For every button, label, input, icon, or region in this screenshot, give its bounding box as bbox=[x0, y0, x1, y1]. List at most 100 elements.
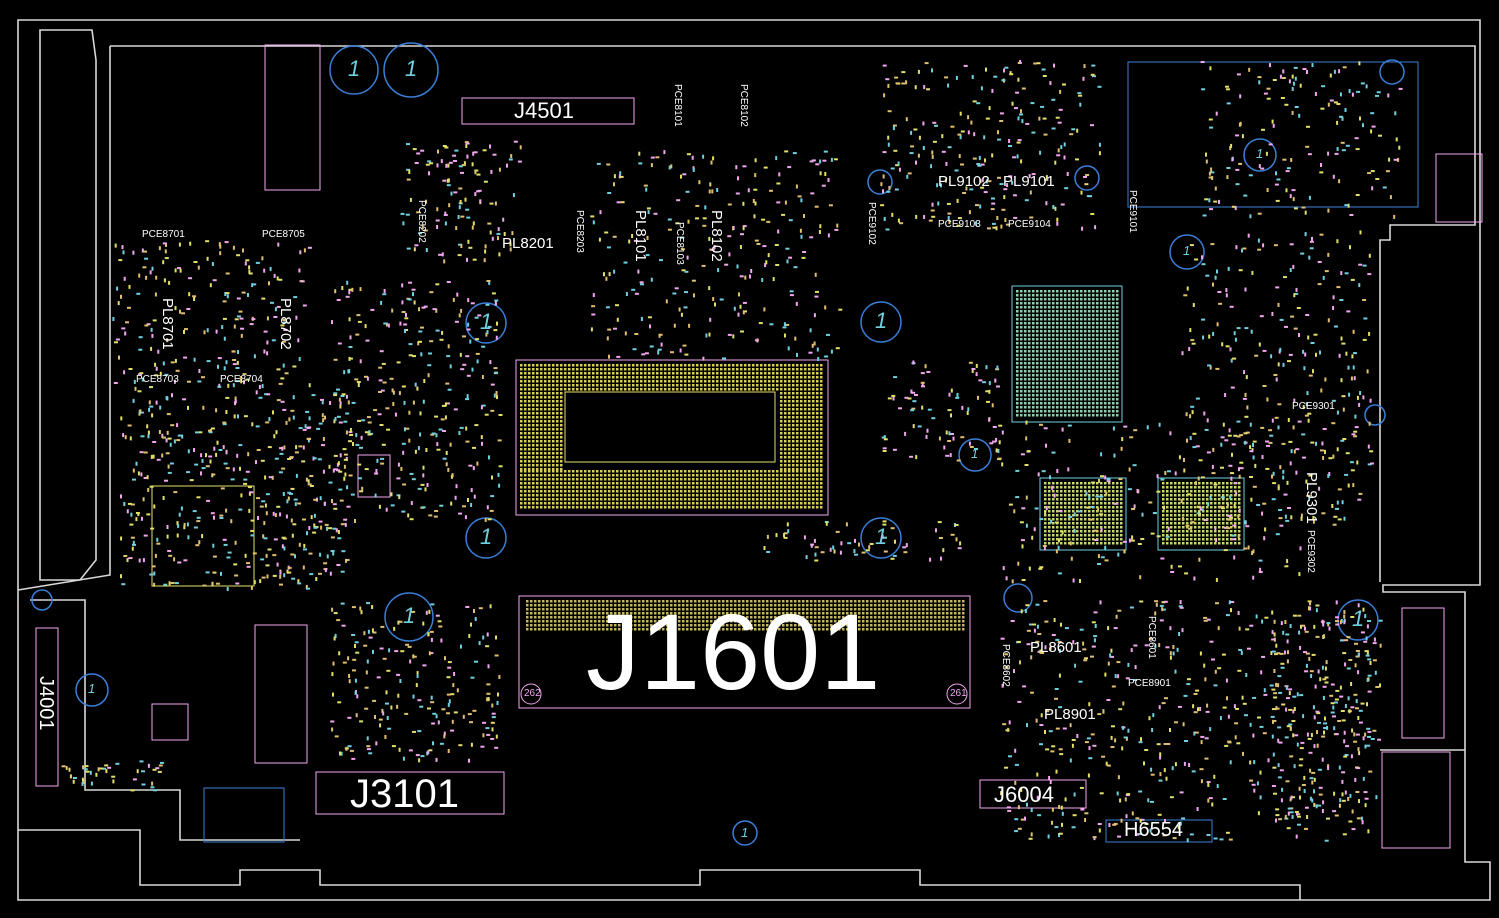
bga-ball bbox=[1084, 302, 1087, 305]
smd-pad bbox=[382, 293, 387, 296]
bga-ball bbox=[608, 506, 611, 509]
bga-ball bbox=[530, 620, 533, 623]
bga-ball bbox=[1218, 510, 1221, 513]
bga-ball bbox=[648, 490, 651, 493]
bga-ball bbox=[1116, 506, 1119, 509]
bga-ball bbox=[866, 624, 869, 627]
bga-ball bbox=[862, 612, 865, 615]
bga-ball bbox=[808, 408, 811, 411]
bga-ball bbox=[656, 384, 659, 387]
bga-ball bbox=[1108, 526, 1111, 529]
bga-ball bbox=[1044, 402, 1047, 405]
bga-ball bbox=[1056, 490, 1059, 493]
smd-pad bbox=[348, 288, 353, 291]
bga-ball bbox=[608, 498, 611, 501]
bga-ball bbox=[556, 456, 559, 459]
bga-ball bbox=[800, 436, 803, 439]
bga-ball bbox=[820, 404, 823, 407]
bga-ball bbox=[644, 506, 647, 509]
bga-ball bbox=[592, 486, 595, 489]
bga-ball bbox=[1088, 542, 1091, 545]
bga-ball bbox=[1226, 490, 1229, 493]
bga-ball bbox=[694, 608, 697, 611]
bga-ball bbox=[582, 608, 585, 611]
bga-ball bbox=[770, 628, 773, 631]
bga-ball bbox=[600, 388, 603, 391]
bga-ball bbox=[926, 620, 929, 623]
bga-ball bbox=[1112, 534, 1115, 537]
bga-ball bbox=[1210, 494, 1213, 497]
bga-ball bbox=[582, 624, 585, 627]
bga-ball bbox=[1238, 498, 1241, 501]
bga-ball bbox=[1080, 414, 1083, 417]
smd-pad bbox=[717, 268, 720, 273]
bga-ball bbox=[604, 478, 607, 481]
bga-ball bbox=[1024, 362, 1027, 365]
bga-ball bbox=[726, 624, 729, 627]
bga-ball bbox=[1170, 530, 1173, 533]
smd-pad bbox=[379, 350, 384, 353]
bga-ball bbox=[1112, 354, 1115, 357]
bga-ball bbox=[898, 624, 901, 627]
bga-ball bbox=[1076, 310, 1079, 313]
bga-ball bbox=[800, 506, 803, 509]
bga-ball bbox=[532, 444, 535, 447]
bga-ball bbox=[552, 376, 555, 379]
bga-ball bbox=[680, 494, 683, 497]
smd-pad bbox=[596, 162, 601, 165]
bga-ball bbox=[1104, 350, 1107, 353]
bga-ball bbox=[744, 380, 747, 383]
smd-pad bbox=[348, 369, 351, 374]
bga-ball bbox=[648, 372, 651, 375]
bga-ball bbox=[1116, 534, 1119, 537]
bga-ball bbox=[640, 388, 643, 391]
bga-ball bbox=[540, 444, 543, 447]
bga-ball bbox=[798, 612, 801, 615]
bga-ball bbox=[1052, 358, 1055, 361]
bga-ball bbox=[556, 392, 559, 395]
smd-pad bbox=[169, 462, 174, 465]
bga-ball bbox=[596, 376, 599, 379]
bga-ball bbox=[560, 416, 563, 419]
bga-ball bbox=[796, 452, 799, 455]
smd-pad bbox=[476, 359, 479, 364]
smd-pad bbox=[598, 237, 601, 242]
bga-ball bbox=[612, 478, 615, 481]
bga-ball bbox=[750, 624, 753, 627]
bga-ball bbox=[716, 494, 719, 497]
bga-ball bbox=[1040, 394, 1043, 397]
bga-ball bbox=[736, 364, 739, 367]
bga-ball bbox=[882, 608, 885, 611]
bga-ball bbox=[804, 404, 807, 407]
bga-ball bbox=[1100, 502, 1103, 505]
smd-pad bbox=[142, 558, 145, 563]
bga-ball bbox=[710, 600, 713, 603]
smd-pad bbox=[279, 512, 282, 517]
bga-ball bbox=[680, 376, 683, 379]
bga-ball bbox=[726, 600, 729, 603]
bga-ball bbox=[1162, 486, 1165, 489]
bga-ball bbox=[914, 604, 917, 607]
bga-ball bbox=[560, 380, 563, 383]
bga-ball bbox=[572, 470, 575, 473]
bga-ball bbox=[1116, 358, 1119, 361]
smd-pad bbox=[459, 426, 464, 429]
bga-ball bbox=[1016, 382, 1019, 385]
bga-ball bbox=[820, 474, 823, 477]
bga-ball bbox=[1072, 298, 1075, 301]
bga-ball bbox=[1112, 490, 1115, 493]
bga-ball bbox=[846, 608, 849, 611]
bga-ball bbox=[1040, 406, 1043, 409]
smd-pad bbox=[180, 506, 183, 511]
bga-ball bbox=[580, 486, 583, 489]
bga-ball bbox=[784, 506, 787, 509]
bga-ball bbox=[1052, 374, 1055, 377]
bga-ball bbox=[1068, 494, 1071, 497]
bga-ball bbox=[552, 478, 555, 481]
bga-ball bbox=[812, 474, 815, 477]
bga-ball bbox=[610, 628, 613, 631]
bga-ball bbox=[696, 376, 699, 379]
smd-pad bbox=[772, 277, 775, 282]
bga-ball bbox=[1092, 374, 1095, 377]
bga-ball bbox=[1104, 322, 1107, 325]
